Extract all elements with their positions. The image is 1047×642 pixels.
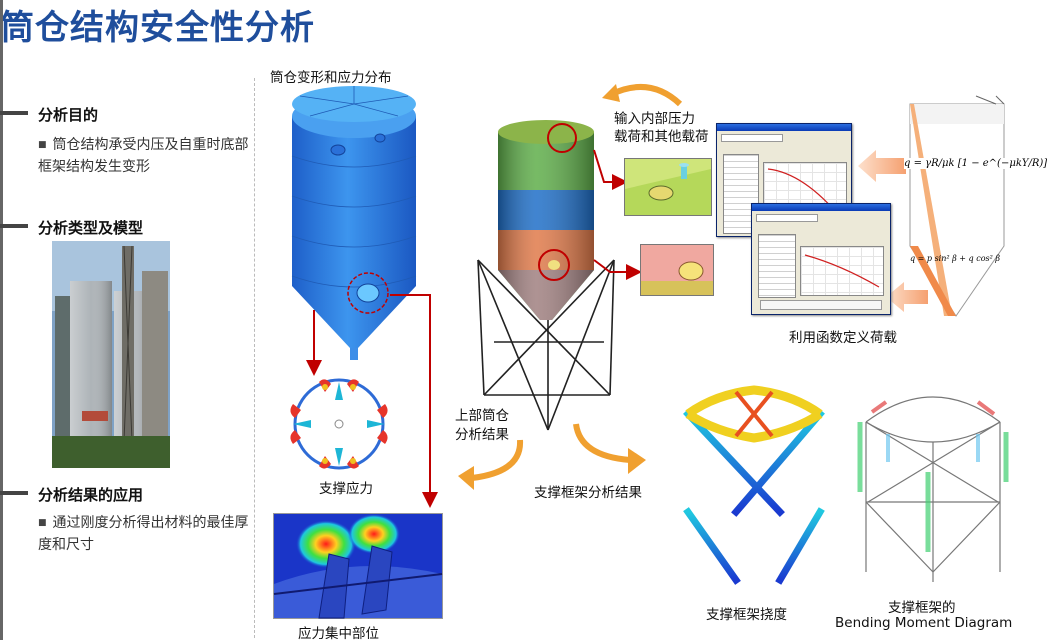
dialog-plot (800, 246, 884, 296)
section-heading-model: 分析类型及模型 (38, 219, 144, 237)
label-frame-deflection: 支撑框架挠度 (706, 607, 787, 623)
curved-arrow-right-icon (573, 423, 646, 474)
section-marker (0, 111, 28, 115)
dialog-titlebar (752, 204, 890, 211)
label-upper-silo-2: 分析结果 (455, 427, 509, 443)
curved-arrow-left-icon (458, 439, 524, 490)
bullet-icon: ■ (38, 518, 47, 528)
application-text: 通过刚度分析得出材料的最佳厚度和尺寸 (38, 515, 249, 553)
formula-top: q = γR/μk [1 − e^(−μkY/R)] (904, 158, 1047, 169)
dialog-titlebar (717, 124, 851, 131)
section-body-application: ■通过刚度分析得出材料的最佳厚度和尺寸 (38, 512, 253, 556)
label-internal-pressure-1: 输入内部压力 (614, 111, 695, 127)
purpose-text: 筒仓结构承受内压及自重时底部框架结构发生变形 (38, 137, 249, 175)
left-edge-bar (0, 0, 3, 640)
label-upper-silo-1: 上部筒仓 (455, 408, 509, 424)
label-internal-pressure-2: 载荷和其他载荷 (614, 129, 709, 145)
label-frame-bm-2: Bending Moment Diagram (835, 615, 1013, 631)
zoom-connector-arrows (593, 149, 642, 280)
nozzle-detail-bottom (640, 244, 714, 296)
label-deform-stress: 筒仓变形和应力分布 (270, 70, 392, 86)
function-dialog-1 (716, 123, 852, 237)
red-connector-arrows (306, 294, 438, 508)
section-marker (0, 491, 28, 495)
dialog-tab (756, 214, 818, 222)
stress-concentration-contour (273, 513, 443, 619)
dialog-table (758, 234, 796, 298)
silo-photo (52, 241, 170, 468)
section-heading-purpose: 分析目的 (38, 106, 99, 124)
frame-deflection-model (683, 385, 825, 598)
dialog-buttons (760, 300, 882, 310)
section-marker (0, 224, 28, 228)
dialog-tab (721, 134, 783, 142)
function-dialog-2 (751, 203, 891, 315)
frame-bending-moment-model (857, 396, 1009, 582)
curved-arrow-top-icon (602, 84, 683, 107)
label-frame-result: 支撑框架分析结果 (534, 485, 642, 501)
label-frame-bm-1: 支撑框架的 (888, 600, 956, 616)
arrow-load-formula-top-icon (858, 150, 906, 182)
label-support-stress: 支撑应力 (319, 481, 373, 497)
label-function-load: 利用函数定义荷载 (789, 330, 897, 346)
slide-title: 筒仓结构安全性分析 (0, 8, 315, 48)
section-body-purpose: ■筒仓结构承受内压及自重时底部框架结构发生变形 (38, 134, 253, 178)
nozzle-detail-top (624, 158, 712, 216)
silo-deformation-model (291, 86, 417, 360)
label-stress-concentration: 应力集中部位 (298, 626, 379, 642)
arrow-load-formula-bottom-icon (886, 282, 928, 312)
silo-load-model (477, 120, 615, 431)
support-stress-plot (290, 378, 388, 470)
formula-silo-diagram (909, 95, 1005, 317)
panel-divider (254, 78, 255, 638)
formula-bottom: q = p sin² β + q cos² β (910, 254, 1000, 263)
section-heading-application: 分析结果的应用 (38, 486, 144, 504)
bullet-icon: ■ (38, 140, 47, 150)
